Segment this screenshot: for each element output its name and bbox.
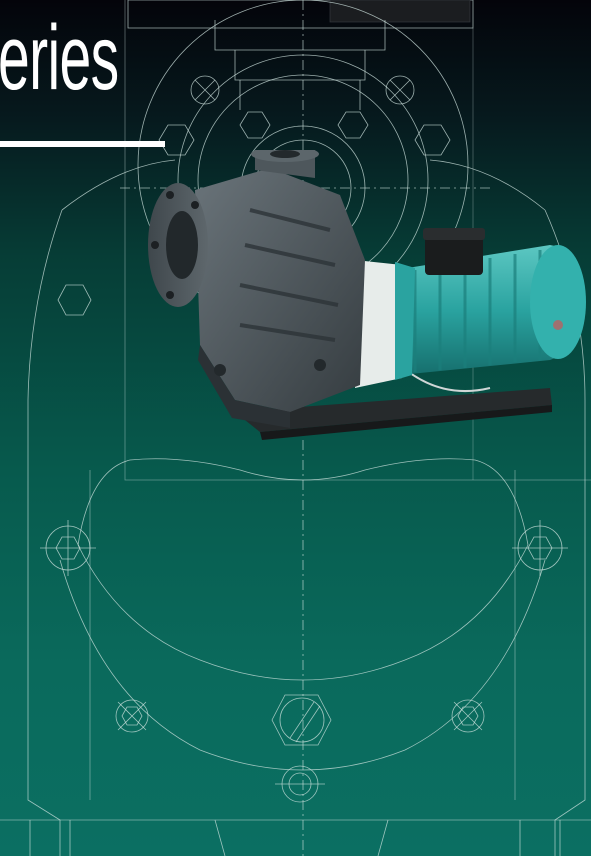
series-title: eries <box>0 7 119 109</box>
magnetic-drive-pump-icon <box>148 150 586 440</box>
title-underline <box>0 141 165 147</box>
